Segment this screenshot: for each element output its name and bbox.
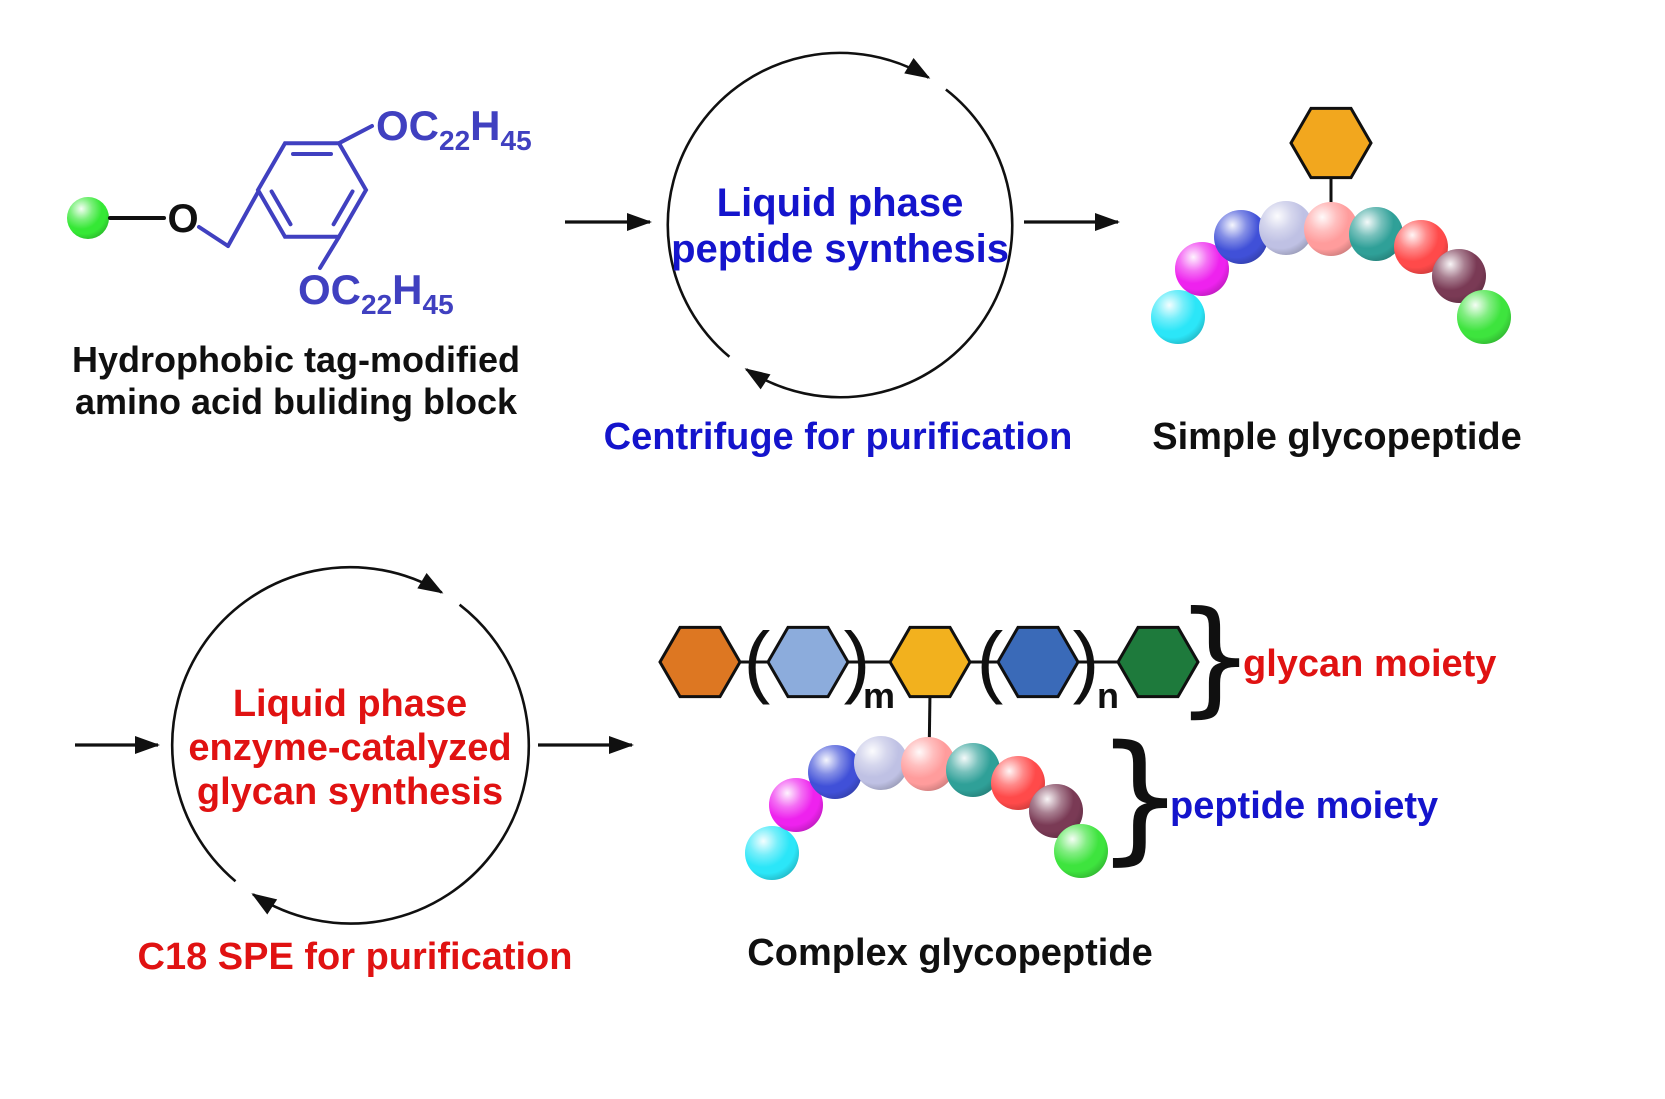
residue-sphere-teal xyxy=(1349,207,1403,261)
simple-glycan-hexagon xyxy=(1289,106,1373,180)
benzene-ring xyxy=(255,141,369,239)
glycan-hexagon-blue xyxy=(996,625,1080,699)
alkyl-chain-formula-top: OC22H45 xyxy=(376,102,532,156)
paren-close-n: ) xyxy=(1073,616,1100,705)
residue-sphere-red-2 xyxy=(991,756,1045,810)
residue-sphere-pink xyxy=(1304,202,1358,256)
cycle-arrow-left-arc xyxy=(666,51,931,358)
cycle-arrow-left-arc-bottom xyxy=(170,565,444,883)
formula-top-mid: H xyxy=(470,102,500,149)
bond-oxygen-ch2 xyxy=(197,225,230,248)
glycan-hexagon-orange xyxy=(658,625,742,699)
repeat-subscript-m: m xyxy=(863,675,895,716)
formula-bottom-sub2: 45 xyxy=(423,289,454,320)
residue-sphere-maroon-2 xyxy=(1029,784,1083,838)
bottom-cycle-title-line1: Liquid phase xyxy=(233,683,467,725)
building-block-caption-line1: Hydrophobic tag-modified xyxy=(72,339,520,380)
peptide-synthesis-cycle: Liquid phase peptide synthesis Centrifug… xyxy=(604,51,1073,458)
cycle-arrow-right-arc-bottom xyxy=(251,603,531,925)
bottom-cycle-title-line2: enzyme-catalyzed xyxy=(188,727,511,769)
formula-bottom-mid: H xyxy=(392,266,422,313)
simple-glycan-hexagon-shape xyxy=(1289,106,1373,180)
residue-sphere-maroon xyxy=(1432,249,1486,303)
bond-ch2-ring xyxy=(226,190,260,248)
residue-sphere-blue xyxy=(1214,210,1268,264)
residue-sphere-green-2 xyxy=(1054,824,1108,878)
formula-top-sub1: 22 xyxy=(439,125,470,156)
bond-ring-top-substituent xyxy=(337,124,374,146)
paren-close-m: ) xyxy=(844,616,871,705)
complex-glycopeptide: ( ) m ( ) n } glycan moiety } peptide mo… xyxy=(658,585,1496,974)
residue-sphere-green xyxy=(1457,290,1511,344)
glycan-hexagon-green xyxy=(1116,625,1200,699)
cycle-arrow-right-arc xyxy=(744,88,1014,399)
simple-glycopeptide-label: Simple glycopeptide xyxy=(1152,416,1522,458)
top-cycle-title-line1: Liquid phase xyxy=(717,181,964,225)
benzene-double-bond-left xyxy=(269,189,293,227)
bead-gloss xyxy=(67,197,109,239)
simple-glycopeptide: Simple glycopeptide xyxy=(1151,106,1522,458)
amino-acid-bead xyxy=(67,197,109,239)
residue-sphere-lavender-2 xyxy=(854,736,908,790)
residue-sphere-lavender xyxy=(1259,201,1313,255)
glycan-synthesis-cycle: Liquid phase enzyme-catalyzed glycan syn… xyxy=(138,565,573,978)
repeat-subscript-n: n xyxy=(1097,675,1119,716)
top-cycle-title-line2: peptide synthesis xyxy=(671,227,1009,271)
bond-ring-bottom-substituent xyxy=(318,234,341,270)
building-block-caption-line2: amino acid buliding block xyxy=(75,381,518,422)
peptide-moiety-label: peptide moiety xyxy=(1170,785,1438,827)
residue-sphere-red xyxy=(1394,220,1448,274)
residue-sphere-cyan-2 xyxy=(745,826,799,880)
alkyl-chain-formula-bottom: OC22H45 xyxy=(298,266,454,320)
residue-sphere-blue-2 xyxy=(808,745,862,799)
formula-top-sub2: 45 xyxy=(501,125,532,156)
complex-glycopeptide-label: Complex glycopeptide xyxy=(747,932,1152,974)
peptide-brace: } xyxy=(1095,716,1184,879)
glycan-hexagon-lightblue xyxy=(766,625,850,699)
benzene-double-bond-right xyxy=(331,189,355,227)
oxygen-atom-label: O xyxy=(167,197,198,241)
residue-sphere-magenta xyxy=(1175,242,1229,296)
residue-sphere-cyan xyxy=(1151,290,1205,344)
paren-open-m: ( xyxy=(744,616,771,705)
bottom-cycle-caption: C18 SPE for purification xyxy=(138,936,573,978)
glycan-hexagon-yellow xyxy=(888,625,972,699)
glycan-moiety-label: glycan moiety xyxy=(1243,643,1496,685)
residue-sphere-teal-2 xyxy=(946,743,1000,797)
formula-top-prefix: OC xyxy=(376,102,439,149)
top-cycle-caption: Centrifuge for purification xyxy=(604,416,1073,458)
formula-bottom-prefix: OC xyxy=(298,266,361,313)
glycan-brace: } xyxy=(1175,585,1255,730)
bottom-cycle-title-line3: glycan synthesis xyxy=(197,771,503,813)
residue-sphere-pink-2 xyxy=(901,737,955,791)
formula-bottom-sub1: 22 xyxy=(361,289,392,320)
residue-sphere-magenta-2 xyxy=(769,778,823,832)
hydrophobic-tag-building-block: O OC22H45 OC22H45 Hydrophobic tag-modifi… xyxy=(67,102,532,422)
